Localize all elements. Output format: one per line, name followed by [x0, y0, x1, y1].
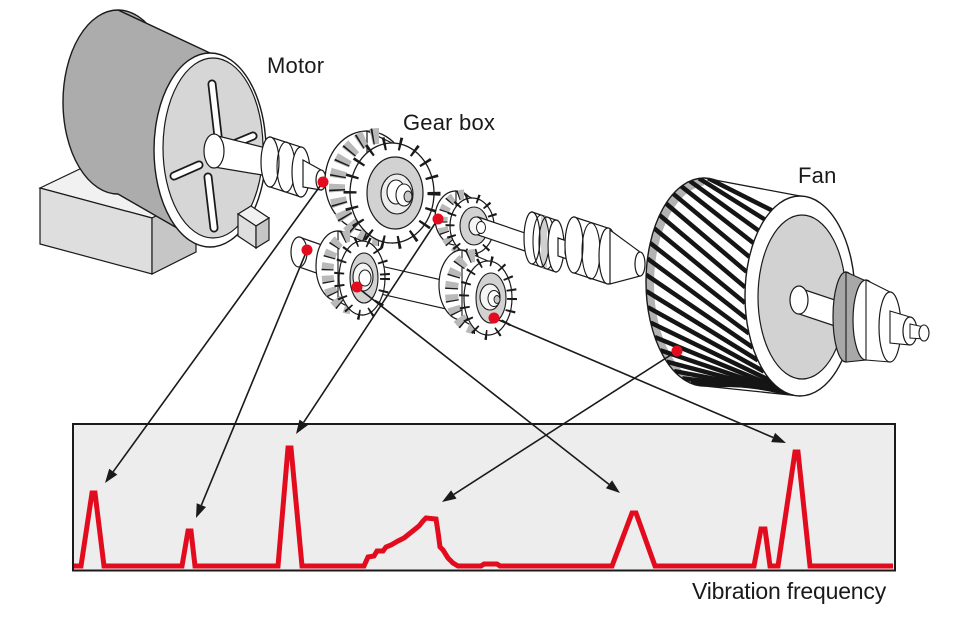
- gear-medium-lower: [438, 249, 517, 340]
- arrow-gear-lower-right: [493, 317, 774, 439]
- arrow-motor-coupling: [112, 181, 324, 473]
- measurement-points: [301, 176, 683, 357]
- measurement-point-gear-lower-left: [351, 281, 363, 293]
- motor-illustration: [38, 9, 327, 275]
- arrowhead-gear-lower-right: [771, 432, 786, 443]
- arrow-fan-blade-cage: [453, 350, 678, 496]
- arrowhead-gear-mesh-upper: [296, 419, 308, 434]
- measurement-point-motor-coupling: [317, 176, 329, 188]
- arrowhead-lower-shaft-end: [196, 503, 206, 518]
- gear-small-upper: [434, 189, 529, 259]
- measurement-point-fan-blade-cage: [671, 345, 683, 357]
- annotation-arrows: [105, 181, 786, 518]
- arrow-gear-lower-left: [356, 286, 610, 486]
- arrowhead-fan-blade-cage: [442, 490, 457, 502]
- fan-blades: [646, 178, 800, 396]
- arrow-lower-shaft-end: [200, 249, 308, 506]
- motor-foot: [236, 205, 271, 250]
- arrow-gear-mesh-upper: [303, 218, 439, 423]
- spectrum-curve: [74, 445, 893, 569]
- measurement-point-lower-shaft-end: [301, 244, 313, 256]
- chart-x-axis-label: Vibration frequency: [692, 578, 887, 604]
- fan-shaft-coupling: [789, 271, 930, 363]
- gear-large-upper: [324, 128, 441, 250]
- measurement-point-gear-lower-right: [488, 312, 500, 324]
- motor-label: Motor: [267, 53, 324, 78]
- text-labels: Motor Gear box Fan Vibration frequency: [267, 53, 887, 604]
- arrowhead-motor-coupling: [105, 468, 118, 483]
- gearbox-label: Gear box: [403, 110, 495, 135]
- fan-drive-couplings: [523, 211, 646, 285]
- motor-shaft-coupling: [203, 133, 327, 198]
- spectrum-chart: [72, 423, 896, 572]
- gearbox-illustration: [290, 128, 646, 340]
- measurement-point-gear-mesh-upper: [432, 213, 444, 225]
- fan-illustration: [645, 177, 930, 397]
- fan-label: Fan: [798, 163, 837, 188]
- chart-plot-area: [72, 423, 896, 572]
- arrowhead-gear-lower-left: [605, 480, 620, 493]
